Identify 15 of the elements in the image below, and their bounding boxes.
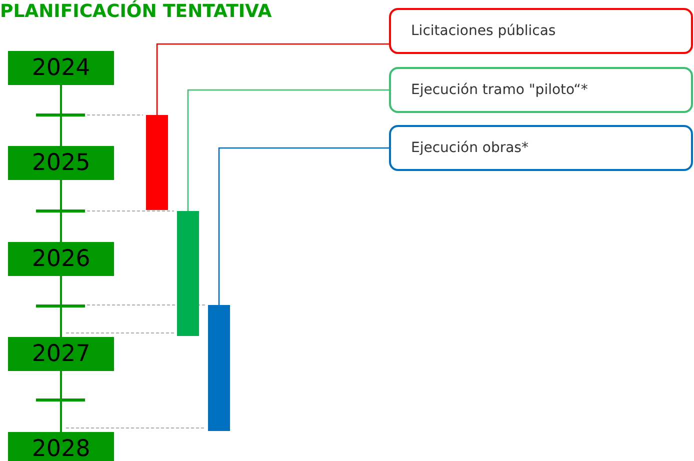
gantt-bar bbox=[177, 211, 199, 336]
task-label-box: Ejecución tramo "piloto“* bbox=[389, 67, 693, 113]
year-label: 2027 bbox=[8, 337, 114, 371]
year-label: 2025 bbox=[8, 146, 114, 180]
task-label-box: Ejecución obras* bbox=[389, 125, 693, 171]
year-label: 2024 bbox=[8, 51, 114, 85]
leader-line bbox=[187, 89, 389, 211]
year-label: 2026 bbox=[8, 242, 114, 276]
year-label: 2028 bbox=[8, 432, 114, 461]
leader-line bbox=[156, 43, 389, 115]
gantt-bar bbox=[208, 305, 230, 431]
title: PLANIFICACIÓN TENTATIVA bbox=[0, 1, 272, 23]
leader-line bbox=[218, 147, 389, 305]
gantt-bar bbox=[146, 115, 168, 210]
task-label-box: Licitaciones públicas bbox=[389, 8, 693, 54]
